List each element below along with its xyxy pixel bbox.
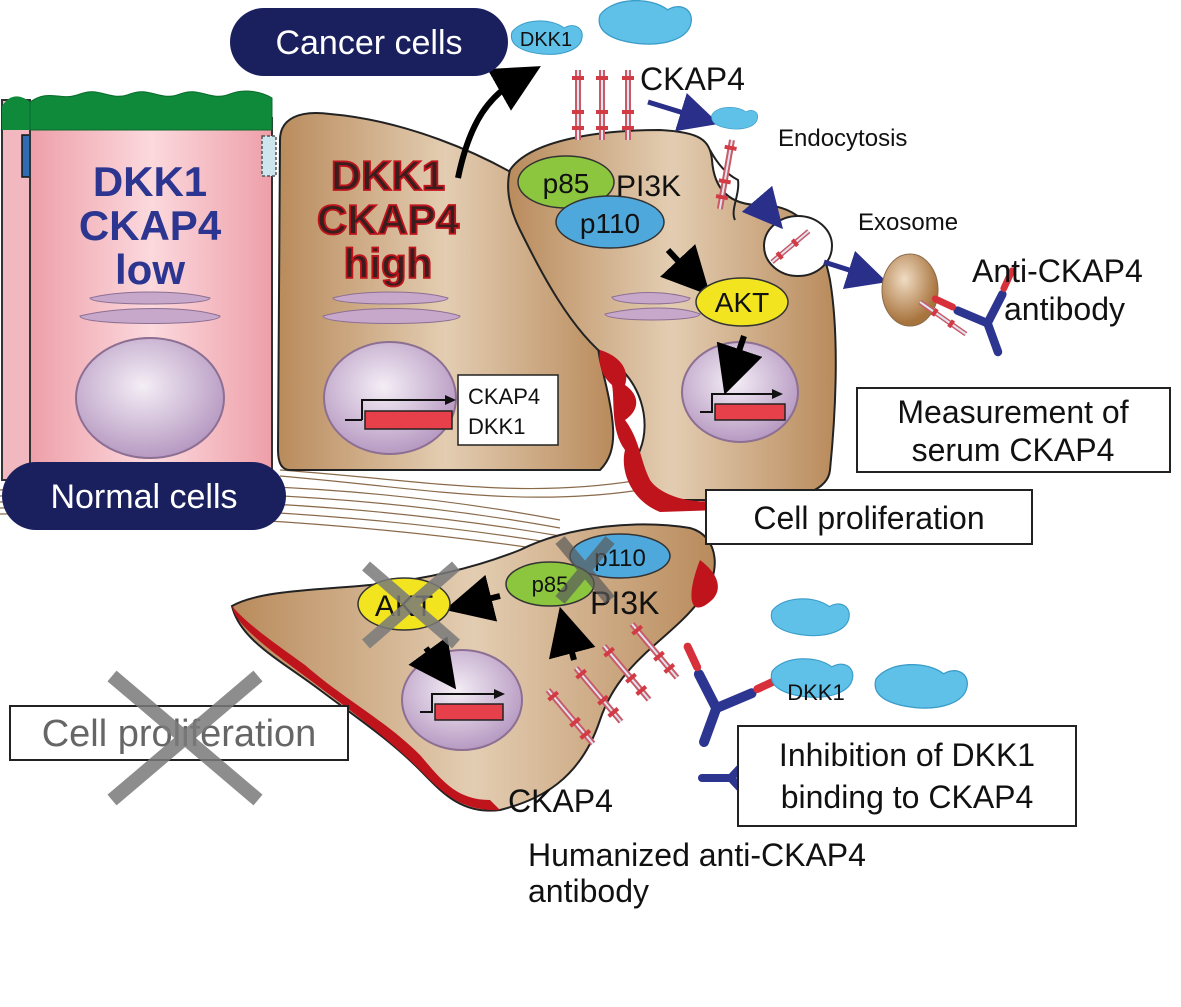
dkk1-bottom-label: DKK1 xyxy=(787,680,844,705)
ckap4-bottom-label: CKAP4 xyxy=(508,783,613,819)
cancer-cells-label: Cancer cells xyxy=(275,24,462,62)
akt-inhibition-cross xyxy=(362,561,460,649)
gene-construct-middle xyxy=(345,395,456,430)
cancer-state-line2: CKAP4 xyxy=(317,196,460,243)
cancer-cells-pill xyxy=(230,8,508,76)
humanized-line1: Humanized anti-CKAP4 xyxy=(528,837,866,873)
inhibition-line1: Inhibition of DKK1 xyxy=(779,737,1035,773)
inhibition-box xyxy=(737,725,1077,827)
exosome-label: Exosome xyxy=(858,209,958,236)
cell-proliferation-box xyxy=(705,489,1033,545)
pi3k-inhibition-cross xyxy=(555,536,615,604)
pi3k-complex-top xyxy=(517,155,789,327)
signaling-arrows xyxy=(408,66,763,690)
normal-cells-pill xyxy=(2,462,286,530)
normal-state-line3: low xyxy=(115,246,185,293)
measurement-box xyxy=(856,387,1171,473)
akt-top-label: AKT xyxy=(715,287,769,318)
p85-top-label: p85 xyxy=(543,168,590,199)
measurement-line2: serum CKAP4 xyxy=(912,432,1115,468)
inhibition-line2: binding to CKAP4 xyxy=(781,779,1034,815)
endocytosis-label: Endocytosis xyxy=(778,125,907,152)
cancer-state-line1: DKK1 xyxy=(331,152,445,199)
dkk1-top-label: DKK1 xyxy=(520,29,572,51)
gene-label-dkk1: DKK1 xyxy=(468,414,525,439)
cell-proliferation-label: Cell proliferation xyxy=(753,500,984,536)
proliferation-inhibition-cross xyxy=(107,670,263,806)
anti-ckap4-line1: Anti-CKAP4 xyxy=(972,253,1143,289)
cancer-state-line3: high xyxy=(344,240,433,287)
gene-label-box xyxy=(457,374,559,446)
normal-state-line2: CKAP4 xyxy=(79,202,222,249)
ckap4-top-label: CKAP4 xyxy=(640,61,745,97)
p110-top-label: p110 xyxy=(580,208,640,239)
gene-construct-bottom xyxy=(420,689,505,721)
humanized-line2: antibody xyxy=(528,873,649,909)
measurement-line1: Measurement of xyxy=(897,394,1128,430)
trafficking-arrows xyxy=(647,93,888,289)
normal-cells-label: Normal cells xyxy=(50,478,237,516)
receptor-in-vesicle xyxy=(770,229,811,264)
pi3k-top-label: PI3K xyxy=(616,170,681,203)
exosome xyxy=(881,253,968,337)
anti-ckap4-line2: antibody xyxy=(1004,291,1125,327)
normal-state-line1: DKK1 xyxy=(93,158,207,205)
gene-label-ckap4: CKAP4 xyxy=(468,384,540,409)
